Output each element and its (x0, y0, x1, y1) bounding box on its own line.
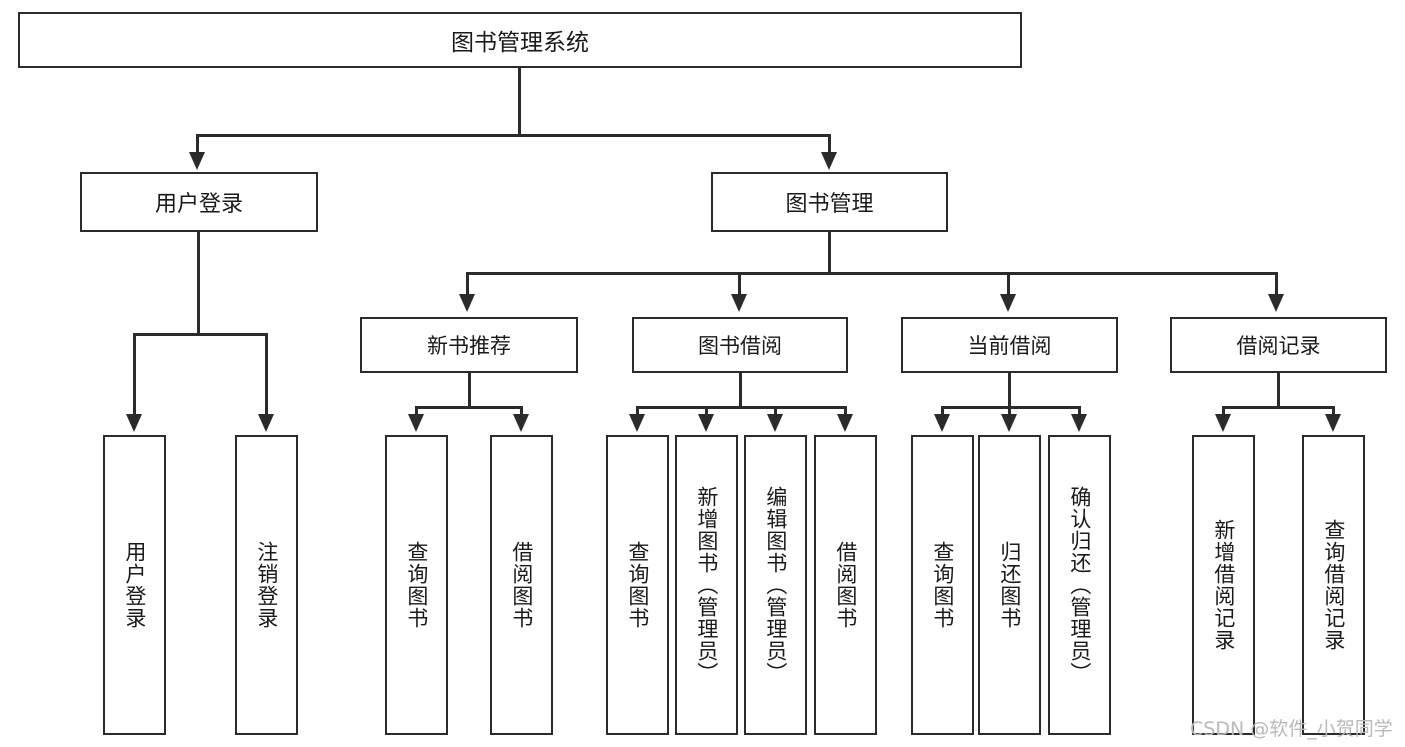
leaf-nbr-query-book[interactable]: 查询图书 (385, 435, 448, 735)
leaf-label: 用户登录 (122, 541, 147, 629)
arrowhead-cb-leaf-1 (934, 414, 950, 432)
arrowhead-to-book-borrow (731, 294, 747, 312)
edge-borrow-record-stem (1277, 373, 1280, 408)
arrowhead-to-borrow-record (1268, 294, 1284, 312)
leaf-cb-query-book[interactable]: 查询图书 (911, 435, 974, 735)
edge-nbr-drop-2 (520, 406, 523, 418)
edge-root-to-user-login (196, 134, 199, 154)
leaf-user-login-logout[interactable]: 注销登录 (235, 435, 298, 735)
edge-bb-drop-3 (774, 406, 777, 418)
edge-to-borrow-record (1275, 272, 1278, 296)
edge-bb-drop-2 (705, 406, 708, 418)
edge-borrow-record-bus (1222, 406, 1335, 409)
leaf-label: 编辑图书（管理员） (763, 486, 788, 684)
arrowhead-cb-leaf-3 (1071, 414, 1087, 432)
arrowhead-to-new-book-recommend (459, 294, 475, 312)
leaf-label: 借阅图书 (833, 541, 858, 629)
leaf-label: 注销登录 (254, 541, 279, 629)
edge-level2-bus (466, 272, 1278, 275)
leaf-label: 查询图书 (625, 541, 650, 629)
edge-cb-drop-2 (1008, 406, 1011, 418)
node-root-book-management-system[interactable]: 图书管理系统 (18, 12, 1022, 68)
edge-bb-drop-1 (636, 406, 639, 418)
edge-book-borrow-stem (739, 373, 742, 408)
arrowhead-to-current-borrow (1000, 294, 1016, 312)
node-label: 图书管理系统 (451, 30, 589, 56)
leaf-label: 查询借阅记录 (1321, 519, 1346, 651)
leaf-bb-query-book[interactable]: 查询图书 (606, 435, 669, 735)
node-current-borrow[interactable]: 当前借阅 (901, 317, 1118, 373)
edge-current-borrow-stem (1008, 373, 1011, 408)
watermark-csdn: CSDN @软件_小贺同学 (1190, 714, 1393, 741)
node-label: 当前借阅 (967, 334, 1052, 358)
edge-br-drop-2 (1332, 406, 1335, 418)
leaf-label: 借阅图书 (509, 541, 534, 629)
node-label: 用户登录 (154, 192, 243, 217)
arrowhead-bb-leaf-2 (698, 414, 714, 432)
leaf-br-query-record[interactable]: 查询借阅记录 (1302, 435, 1365, 735)
edge-user-login-drop-2 (265, 333, 268, 416)
edge-user-login-bus (133, 333, 267, 336)
leaf-bb-edit-book-admin[interactable]: 编辑图书（管理员） (744, 435, 807, 735)
arrowhead-user-login-leaf-2 (258, 414, 274, 432)
node-label: 新书推荐 (427, 334, 511, 358)
arrowhead-br-leaf-2 (1325, 414, 1341, 432)
node-borrow-record[interactable]: 借阅记录 (1170, 317, 1387, 373)
node-book-borrow[interactable]: 图书借阅 (632, 317, 848, 373)
leaf-cb-confirm-return-admin[interactable]: 确认归还（管理员） (1048, 435, 1111, 735)
leaf-user-login-login[interactable]: 用户登录 (103, 435, 166, 735)
arrowhead-user-login-leaf-1 (126, 414, 142, 432)
node-label: 图书管理 (785, 192, 874, 217)
leaf-nbr-borrow-book[interactable]: 借阅图书 (490, 435, 553, 735)
leaf-label: 查询图书 (404, 541, 429, 629)
node-label: 图书借阅 (698, 334, 782, 358)
edge-to-current-borrow (1007, 272, 1010, 296)
leaf-label: 查询图书 (930, 541, 955, 629)
arrowhead-to-user-login (189, 152, 205, 170)
edge-nbr-drop-1 (415, 406, 418, 418)
edge-book-borrow-bus (636, 406, 847, 409)
edge-user-login-drop-1 (133, 333, 136, 416)
node-label: 借阅记录 (1236, 334, 1321, 358)
watermark-text: CSDN @软件_小贺同学 (1190, 718, 1393, 740)
edge-root-to-book-management (828, 134, 831, 154)
edge-cb-drop-3 (1078, 406, 1081, 418)
edge-br-drop-1 (1222, 406, 1225, 418)
edge-to-new-book-recommend (466, 272, 469, 296)
leaf-label: 归还图书 (997, 541, 1022, 629)
arrowhead-cb-leaf-2 (1001, 414, 1017, 432)
leaf-label: 新增图书（管理员） (694, 486, 719, 684)
arrowhead-to-book-management (821, 152, 837, 170)
leaf-bb-borrow-book[interactable]: 借阅图书 (814, 435, 877, 735)
arrowhead-bb-leaf-4 (837, 414, 853, 432)
node-new-book-recommend[interactable]: 新书推荐 (360, 317, 578, 373)
edge-root-bus (196, 134, 831, 137)
edge-user-login-stem (197, 232, 200, 335)
edge-current-borrow-bus (941, 406, 1081, 409)
leaf-cb-return-book[interactable]: 归还图书 (978, 435, 1041, 735)
leaf-label: 新增借阅记录 (1211, 519, 1236, 651)
leaf-br-add-record[interactable]: 新增借阅记录 (1192, 435, 1255, 735)
edge-bb-drop-4 (844, 406, 847, 418)
edge-to-book-borrow (738, 272, 741, 296)
arrowhead-nbr-leaf-2 (513, 414, 529, 432)
leaf-label: 确认归还（管理员） (1067, 486, 1092, 684)
node-user-login[interactable]: 用户登录 (80, 172, 318, 232)
arrowhead-bb-leaf-3 (767, 414, 783, 432)
edge-root-stem (518, 68, 521, 136)
edge-new-book-recommend-bus (415, 406, 523, 409)
node-book-management[interactable]: 图书管理 (711, 172, 948, 232)
arrowhead-br-leaf-1 (1215, 414, 1231, 432)
leaf-bb-add-book-admin[interactable]: 新增图书（管理员） (675, 435, 738, 735)
edge-book-management-stem (828, 232, 831, 274)
arrowhead-nbr-leaf-1 (408, 414, 424, 432)
edge-cb-drop-1 (941, 406, 944, 418)
arrowhead-bb-leaf-1 (629, 414, 645, 432)
edge-new-book-recommend-stem (468, 373, 471, 408)
